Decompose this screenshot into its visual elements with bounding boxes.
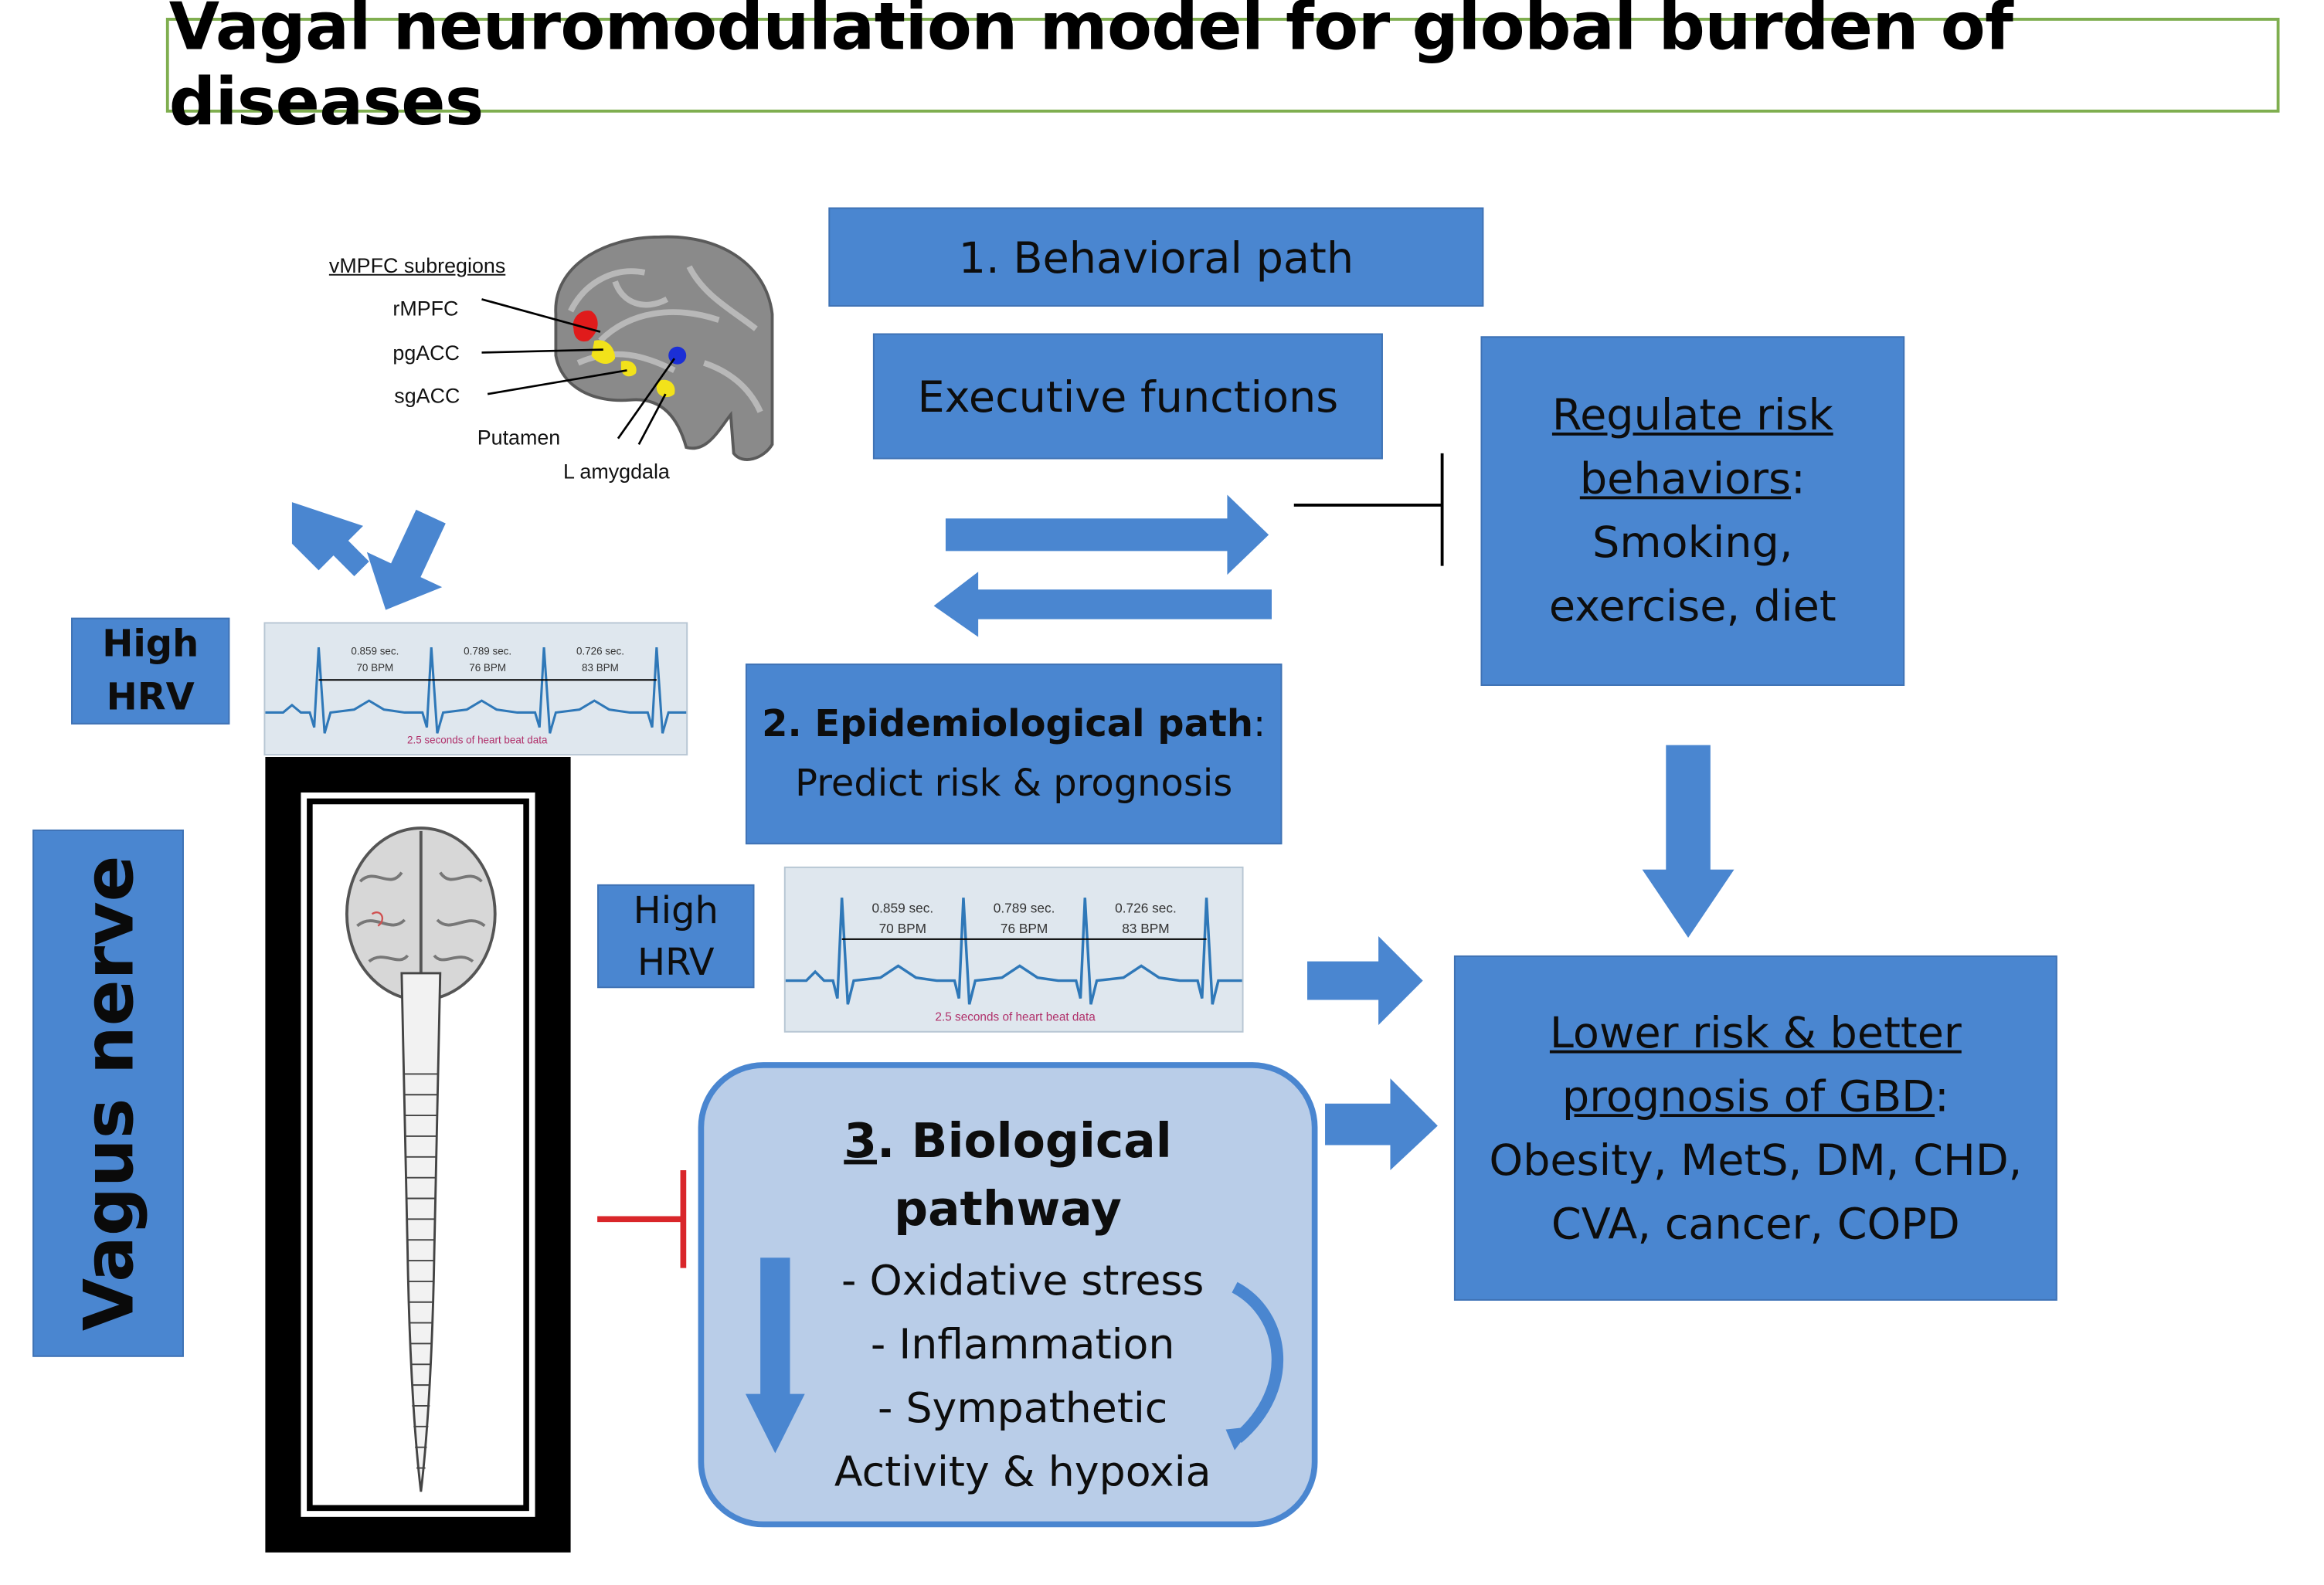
executive-functions-label: Executive functions (917, 371, 1339, 422)
epidemiological-line-2: Predict risk & prognosis (795, 761, 1233, 805)
outcome-line-1: Lower risk & better (1549, 1006, 1962, 1057)
ecg2-interval-2: 0.789 sec. (993, 901, 1055, 916)
vagus-nerve-label: Vagus nerve (68, 855, 148, 1332)
biological-pathway-title: 3. Biological pathway (844, 1112, 1172, 1237)
vagus-image-frame (265, 756, 571, 1553)
ecg-trace-1 (265, 647, 687, 734)
ecg1-caption: 2.5 seconds of heart beat data (406, 736, 548, 747)
behavioral-path-box: 1. Behavioral path (828, 207, 1484, 307)
brain-label-amygdala: L amygdala (562, 459, 670, 484)
brain-spinal-cord-image (345, 826, 497, 1492)
vagus-nerve-box: Vagus nerve (32, 829, 184, 1357)
brain-label-sgacc: sgACC (394, 383, 460, 408)
vagal-inhibition-marker (597, 1170, 687, 1268)
ecg1-interval-1: 0.859 sec. (351, 647, 399, 658)
ecg1-bpm-2: 76 BPM (469, 664, 507, 674)
high-hrv-box-1: High HRV (71, 617, 230, 725)
arrow-left (933, 572, 1272, 637)
bio-item-sympathetic: - Sympathetic (877, 1383, 1168, 1433)
arrow-hrv-to-outcome (1307, 936, 1423, 1026)
ecg-trace-2 (785, 898, 1242, 1005)
ecg1-interval-3: 0.726 sec. (576, 647, 624, 658)
regulate-line-1: Regulate risk (1551, 389, 1833, 440)
biological-pathway-items: - Oxidative stress - Inflammation - Symp… (778, 1249, 1267, 1504)
outcome-box: Lower risk & better prognosis of GBD: Ob… (1453, 955, 2057, 1301)
regulate-risk-box: Regulate risk behaviors: Smoking, exerci… (1480, 336, 1905, 686)
regulate-line-4: exercise, diet (1548, 580, 1836, 631)
brain-sagittal-image (481, 235, 774, 461)
executive-bidirectional-arrows (933, 453, 1444, 637)
brain-label-pgacc: pgACC (392, 341, 460, 365)
high-hrv-box-2: High HRV (597, 884, 755, 989)
ecg-strip-2: 0.859 sec. 0.789 sec. 0.726 sec. 70 BPM … (783, 866, 1244, 1033)
bio-item-inflammation: - Inflammation (870, 1319, 1175, 1369)
regulate-to-outcome-arrow (1642, 745, 1735, 938)
bio-cycle-arrow (1225, 1281, 1284, 1451)
arrow-biological-to-outcome (1325, 1078, 1438, 1171)
outcome-line-2: prognosis of GBD: (1561, 1070, 1949, 1121)
outcome-line-3: Obesity, MetS, DM, CHD, (1489, 1134, 2023, 1185)
regulate-line-3: Smoking, (1592, 517, 1793, 568)
behavioral-path-label: 1. Behavioral path (958, 232, 1354, 283)
brain-label-heading: vMPFC subregions (328, 253, 506, 277)
outcome-line-4: CVA, cancer, COPD (1551, 1197, 1960, 1248)
ecg1-interval-2: 0.789 sec. (464, 647, 512, 658)
epidemiological-line-1: 2. Epidemiological path: (762, 702, 1266, 745)
epidemiological-path-box: 2. Epidemiological path: Predict risk & … (745, 664, 1283, 845)
brain-hrv-arrows (291, 502, 446, 610)
ecg2-interval-3: 0.726 sec. (1115, 901, 1177, 916)
brain-label-rmpfc: rMPFC (392, 296, 459, 321)
bio-item-oxidative: - Oxidative stress (841, 1256, 1204, 1305)
regulate-line-2: behaviors: (1579, 453, 1806, 504)
ecg1-bpm-1: 70 BPM (356, 664, 394, 674)
arrow-right (945, 494, 1269, 575)
brain-label-pointers (481, 298, 675, 445)
rmpfc-region (573, 311, 598, 342)
diagram-title: Vagal neuromodulation model for global b… (165, 0, 2280, 141)
ecg-strip-1: 0.859 sec. 0.789 sec. 0.726 sec. 70 BPM … (263, 622, 688, 756)
brain-label-putamen: Putamen (477, 425, 561, 450)
high-hrv-label-2: High HRV (633, 888, 719, 984)
executive-functions-box: Executive functions (872, 333, 1383, 460)
paths-to-outcome-arrows (1307, 936, 1438, 1171)
ecg1-bpm-3: 83 BPM (582, 664, 619, 674)
bio-down-arrow (745, 1257, 805, 1454)
ecg2-bpm-3: 83 BPM (1122, 921, 1170, 937)
amygdala-region (656, 379, 675, 398)
biological-pathway-box: 3. Biological pathway - Oxidative stress… (698, 1062, 1318, 1528)
ecg2-bpm-1: 70 BPM (878, 921, 926, 937)
high-hrv-label-1: High HRV (102, 622, 199, 719)
bio-item-activity-hypoxia: Activity & hypoxia (834, 1447, 1211, 1496)
ecg2-interval-1: 0.859 sec. (872, 901, 934, 916)
ecg2-bpm-2: 76 BPM (1000, 921, 1048, 937)
ecg2-caption: 2.5 seconds of heart beat data (935, 1010, 1096, 1024)
